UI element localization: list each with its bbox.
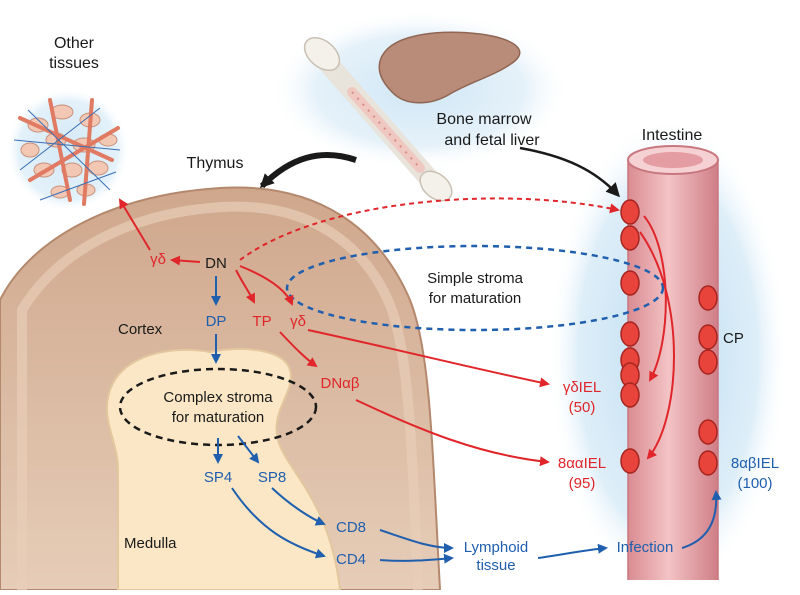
arrow-lumen-to-gdiel (643, 215, 667, 382)
complex-stroma-label-2: for maturation (172, 409, 265, 426)
cell-gd-right: γδ (290, 313, 306, 330)
iel-cell (620, 225, 640, 251)
iel-cell (620, 270, 640, 296)
iel-cell (620, 448, 640, 474)
arrow-dn-to-tp (235, 269, 255, 304)
arrow-to-intestine (519, 146, 621, 198)
iel-cell (698, 419, 718, 445)
iel-cell (620, 199, 640, 225)
cortex-label: Cortex (118, 321, 163, 338)
cell-tp: TP (252, 313, 271, 330)
cell-gd-iel: γδIEL (563, 379, 601, 396)
liver-illustration (378, 31, 521, 104)
thymus-medulla (105, 348, 342, 591)
bone-illustration (303, 36, 453, 202)
iel-cell (620, 382, 640, 408)
arrow-lymphoid-to-infection (537, 543, 608, 559)
cell-dp: DP (206, 313, 227, 330)
thymus-cortex-outer-band (17, 201, 423, 591)
arrow-dn-to-gd-right (239, 265, 294, 306)
cell-cd4: CD4 (336, 551, 366, 568)
other-tissues-label-1: Other (54, 35, 95, 52)
cell-gd-left: γδ (150, 251, 166, 268)
cell-sp8: SP8 (258, 469, 286, 486)
arrow-to-thymus (259, 152, 357, 189)
arrow-tp-to-dnab (279, 331, 318, 368)
arrow-sp4-to-cd4 (231, 487, 326, 559)
arrow-gd-to-gdiel (307, 329, 550, 388)
medulla-label: Medulla (124, 535, 177, 552)
iel-cell (698, 285, 718, 311)
blue-lineage-arrows (211, 276, 722, 564)
cell-aa-iel: 8ααIEL (558, 455, 606, 472)
lymphoid-label-2: tissue (476, 557, 515, 574)
lymphoid-label-1: Lymphoid (464, 539, 528, 556)
simple-stroma-label-1: Simple stroma (427, 270, 524, 287)
cell-ab-iel: 8αβIEL (731, 455, 779, 472)
arrow-cd8-to-lymphoid (379, 529, 454, 553)
arrow-sp8-to-cd8 (271, 487, 326, 526)
red-lineage-arrows (118, 197, 675, 467)
cell-dnab: DNαβ (321, 375, 360, 392)
simple-stroma-ellipse (285, 244, 665, 332)
arrow-stroma-to-sp8 (237, 435, 260, 464)
cell-ab-iel-count: (100) (737, 475, 772, 492)
intestine-label: Intestine (642, 127, 703, 144)
infection-label: Infection (617, 539, 674, 556)
cell-gd-iel-count: (50) (569, 399, 596, 416)
complex-stroma-label-1: Complex stroma (163, 389, 273, 406)
bone-marrow-label-2: and fetal liver (444, 132, 540, 149)
arrow-dn-to-gd-left (170, 255, 201, 266)
thymus-label: Thymus (187, 155, 244, 172)
iel-cells-right (698, 285, 718, 476)
cell-aa-iel-count: (95) (569, 475, 596, 492)
arrow-infection-to-abiel (681, 490, 722, 549)
iel-cell (698, 324, 718, 350)
other-tissues-label-2: tissues (49, 55, 99, 72)
cell-dn: DN (205, 255, 227, 272)
other-tissues-illustration (6, 88, 130, 212)
arrow-gd-to-other-tissues (118, 198, 151, 251)
cell-cd8: CD8 (336, 519, 366, 536)
arrow-cd4-to-lymphoid (379, 553, 454, 564)
iel-cell (698, 450, 718, 476)
iel-cell (698, 349, 718, 375)
arrow-dnab-to-aaiel (355, 399, 550, 467)
bone-marrow-label-1: Bone marrow (436, 111, 532, 128)
simple-stroma-label-2: for maturation (429, 290, 522, 307)
iel-cells-left (620, 199, 640, 474)
cp-label: CP (723, 330, 744, 347)
cell-sp4: SP4 (204, 469, 232, 486)
iel-cell (620, 321, 640, 347)
arrow-lumen-to-aaiel (639, 231, 675, 460)
